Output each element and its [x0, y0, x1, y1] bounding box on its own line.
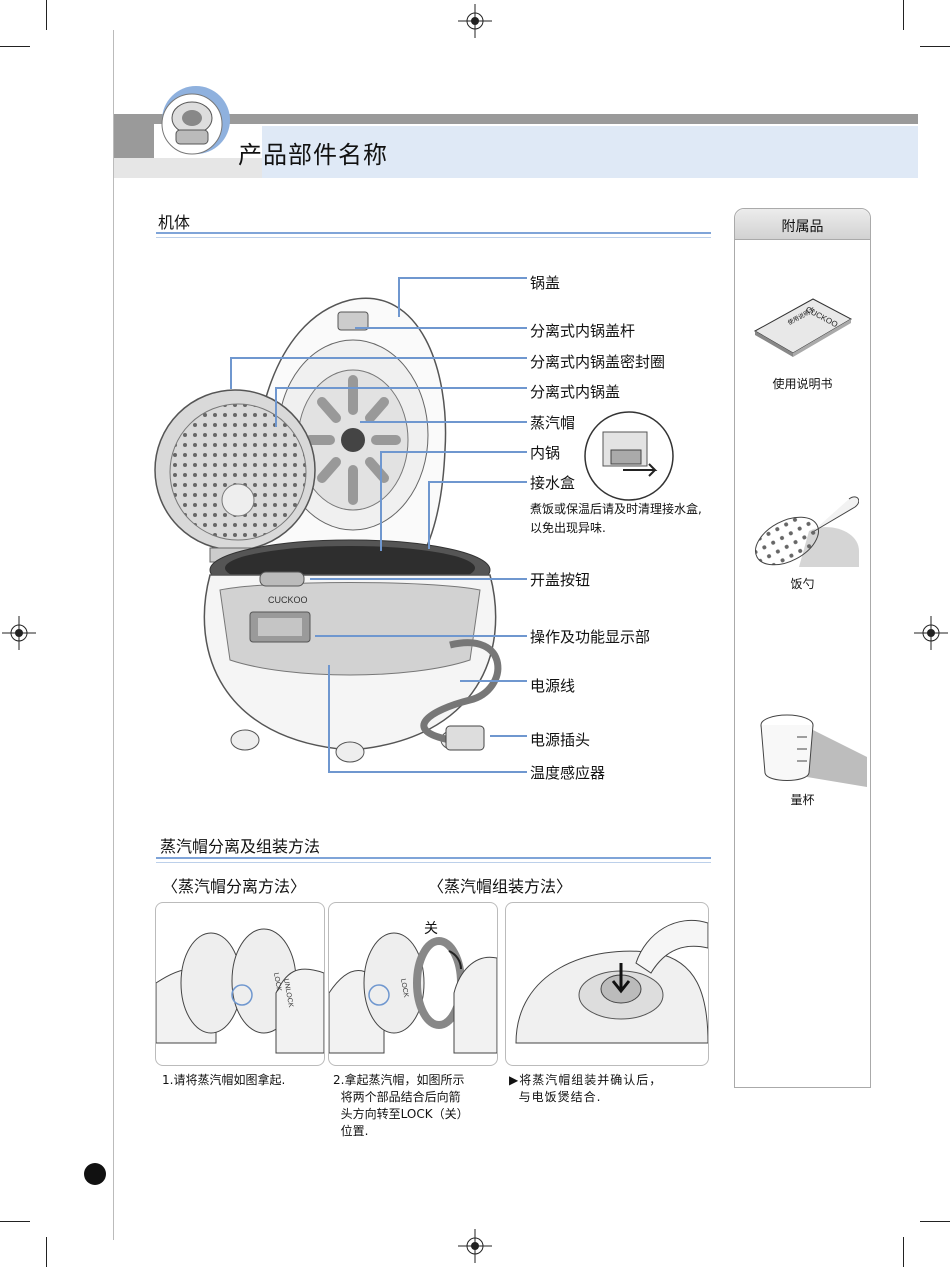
- leader-line: [310, 578, 527, 580]
- leader-line: [330, 771, 527, 773]
- water-box-detail: [583, 410, 675, 502]
- leader-line: [275, 387, 527, 389]
- section-title-body: 机体: [158, 209, 190, 233]
- leader-line: [275, 387, 277, 427]
- step-2-text-line1: 2.拿起蒸汽帽，如图所示: [333, 1072, 464, 1089]
- accessory-label-manual: 使用说明书: [735, 375, 870, 392]
- part-label-inner-lid-lever: 分离式内锅盖杆: [530, 320, 635, 341]
- leader-line: [315, 635, 527, 637]
- crop-mark: [46, 0, 47, 30]
- leader-line: [328, 665, 330, 773]
- part-label-power-cord: 电源线: [530, 675, 575, 696]
- crop-mark: [0, 1221, 30, 1222]
- step-image-2: LOCK: [328, 902, 498, 1066]
- header-corner-block: [114, 114, 154, 158]
- leader-line: [355, 327, 527, 329]
- part-label-water-box: 接水盒: [530, 472, 575, 493]
- section-rule: [156, 237, 711, 238]
- page-marker-dot: [84, 1163, 106, 1185]
- step-image-1: LOCK UNLOCK: [155, 902, 325, 1066]
- leader-line: [380, 451, 382, 551]
- assemble-method-title: 〈蒸汽帽组装方法〉: [428, 873, 572, 897]
- registration-mark-icon: [458, 4, 492, 38]
- crop-mark: [0, 46, 30, 47]
- step-2-text-line3: 头方向转至LOCK（关）: [333, 1106, 469, 1123]
- step-2-text-line2: 将两个部品结合后向箭: [333, 1089, 461, 1106]
- accessories-header: 附属品: [735, 209, 870, 240]
- manual-book-icon: CUCKOO 使用说明书: [753, 289, 853, 359]
- detach-method-title: 〈蒸汽帽分离方法〉: [162, 873, 306, 897]
- leader-line: [430, 481, 527, 483]
- step-3-text-line2: 与电饭煲结合.: [509, 1089, 601, 1106]
- leader-line: [230, 357, 232, 389]
- step-1-text: 1.请将蒸汽帽如图拿起.: [162, 1072, 285, 1089]
- leader-line: [428, 481, 430, 549]
- part-label-lid: 锅盖: [530, 272, 560, 293]
- part-label-inner-lid: 分离式内锅盖: [530, 381, 620, 402]
- crop-mark: [903, 0, 904, 30]
- rice-paddle-icon: [749, 491, 859, 567]
- part-label-inner-pot: 内锅: [530, 442, 560, 463]
- step-3-text-line1: ▶将蒸汽帽组装并确认后，: [509, 1072, 662, 1089]
- part-label-control-panel: 操作及功能显示部: [530, 626, 650, 647]
- accessories-panel: 附属品 CUCKOO 使用说明书 使用说明书 饭勺 量杯: [734, 208, 871, 1088]
- section-rule: [156, 232, 711, 234]
- close-marker-label: 关: [424, 918, 438, 938]
- crop-mark: [920, 46, 950, 47]
- accessories-title: 附属品: [735, 216, 870, 236]
- crop-mark: [46, 1237, 47, 1267]
- water-box-note-line2: 以免出现异味.: [530, 519, 606, 538]
- measuring-cup-icon: [757, 707, 867, 787]
- accessory-label-rice-paddle: 饭勺: [735, 575, 870, 592]
- rice-cooker-illustration: CUCKOO: [150, 290, 510, 790]
- step-2-text-line4: 位置.: [333, 1123, 368, 1140]
- section-rule: [156, 857, 711, 859]
- crop-mark: [920, 1221, 950, 1222]
- page-title: 产品部件名称: [238, 135, 388, 170]
- leader-line: [400, 277, 527, 279]
- part-label-inner-lid-seal: 分离式内锅盖密封圈: [530, 351, 665, 372]
- registration-mark-icon: [914, 616, 948, 650]
- accessory-label-measuring-cup: 量杯: [735, 791, 870, 808]
- header-bar: [114, 114, 918, 124]
- part-label-open-button: 开盖按钮: [530, 569, 590, 590]
- water-box-note-line1: 煮饭或保温后请及时清理接水盒,: [530, 500, 702, 519]
- margin-line: [113, 30, 114, 1240]
- header-cooker-icon: [158, 84, 234, 156]
- section-title-steam-cap: 蒸汽帽分离及组装方法: [160, 833, 320, 857]
- crop-mark: [903, 1237, 904, 1267]
- leader-line: [360, 421, 527, 423]
- leader-line: [398, 277, 400, 317]
- section-rule: [156, 862, 711, 863]
- leader-line: [460, 680, 527, 682]
- registration-mark-icon: [2, 616, 36, 650]
- part-label-temperature-sensor: 温度感应器: [530, 762, 605, 783]
- step-image-3: [505, 902, 709, 1066]
- leader-line: [230, 357, 527, 359]
- part-label-steam-cap: 蒸汽帽: [530, 412, 575, 433]
- leader-line: [380, 451, 527, 453]
- brand-text: CUCKOO: [268, 595, 308, 605]
- registration-mark-icon: [458, 1229, 492, 1263]
- leader-line: [490, 735, 527, 737]
- part-label-power-plug: 电源插头: [530, 729, 590, 750]
